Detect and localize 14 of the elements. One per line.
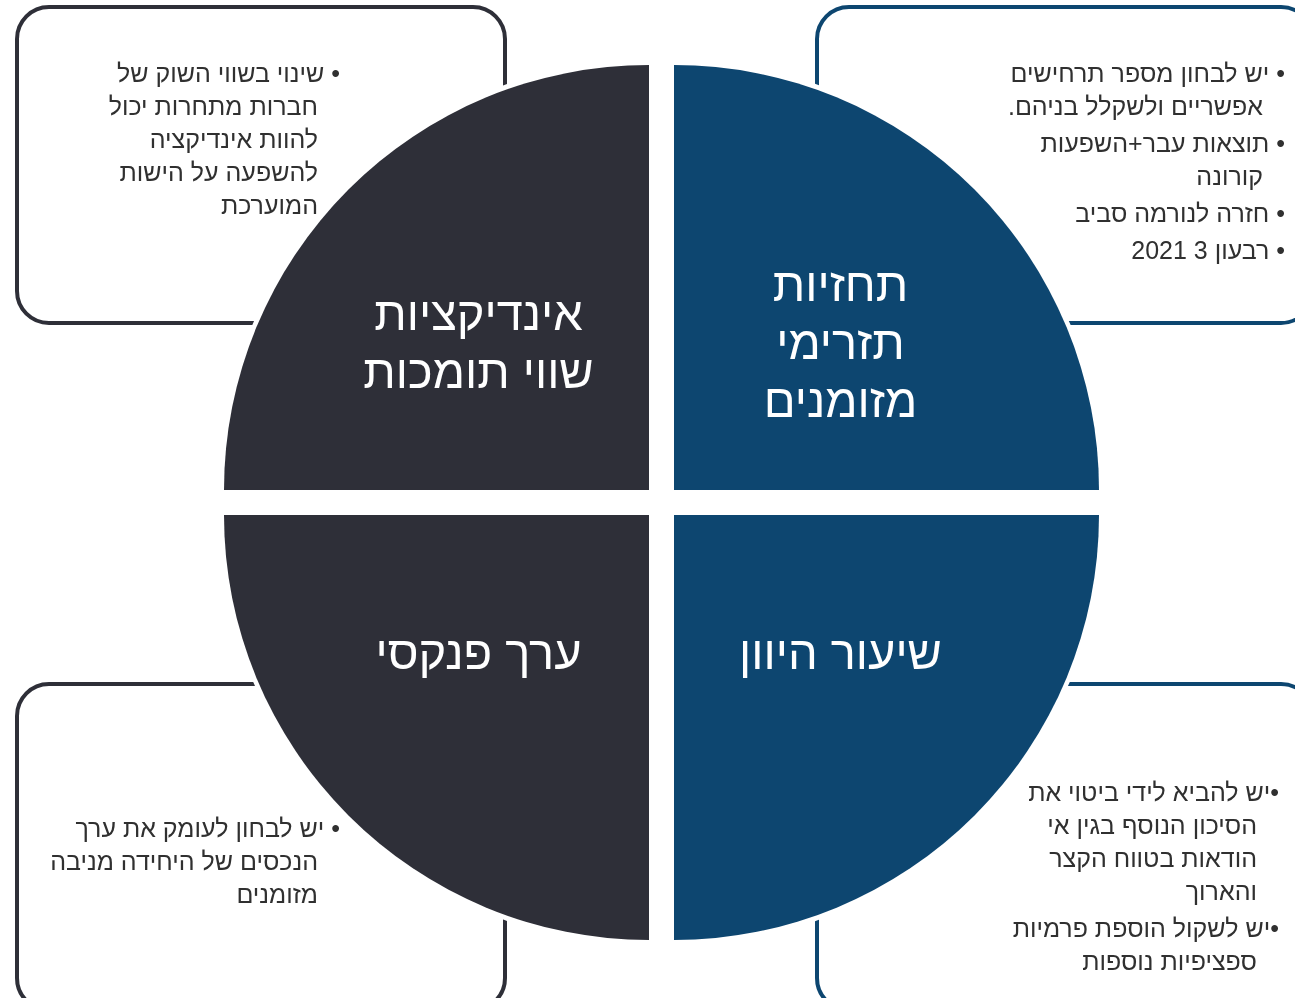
bullet-text: • חזרה לנורמה סביב [1074,198,1285,229]
quadrant-title: שיעור היוון [738,624,943,681]
text-card [815,682,1295,998]
bullet-text: • שינוי בשווי השוק של חברות מתחרות יכול להוות אינדיקציה להשפעה על הישות המוערכת [107,58,340,221]
bullet-text: • יש לבחון מספר תרחישים אפשריים ולשקלל בניהם. [1006,58,1285,122]
bullet-text: • רבעון 3 2021 [1130,235,1285,266]
bullet-text: •יש להביא לידי ביטוי את הסיכון הנוסף בגין אי הודאות בטווח הקצר והארוך [1027,777,1279,907]
bullet-text: • תוצאות עבר+השפעות קורונה [1039,128,1285,192]
quadrant-title: תחזיות תזרימי מזומנים [762,256,919,429]
text-card [15,682,507,998]
quadrant-title: ערך פנקסי [374,624,583,681]
quadrant-title: אינדיקציות שווי תומכות [362,285,595,400]
bullet-text: •יש לשקול הוספת פרמיות ספציפיות נוספות [1011,913,1279,977]
bullet-text: • יש לבחון לעומק את ערך הנכסים של היחידה מניבה מזומנים [49,813,340,910]
